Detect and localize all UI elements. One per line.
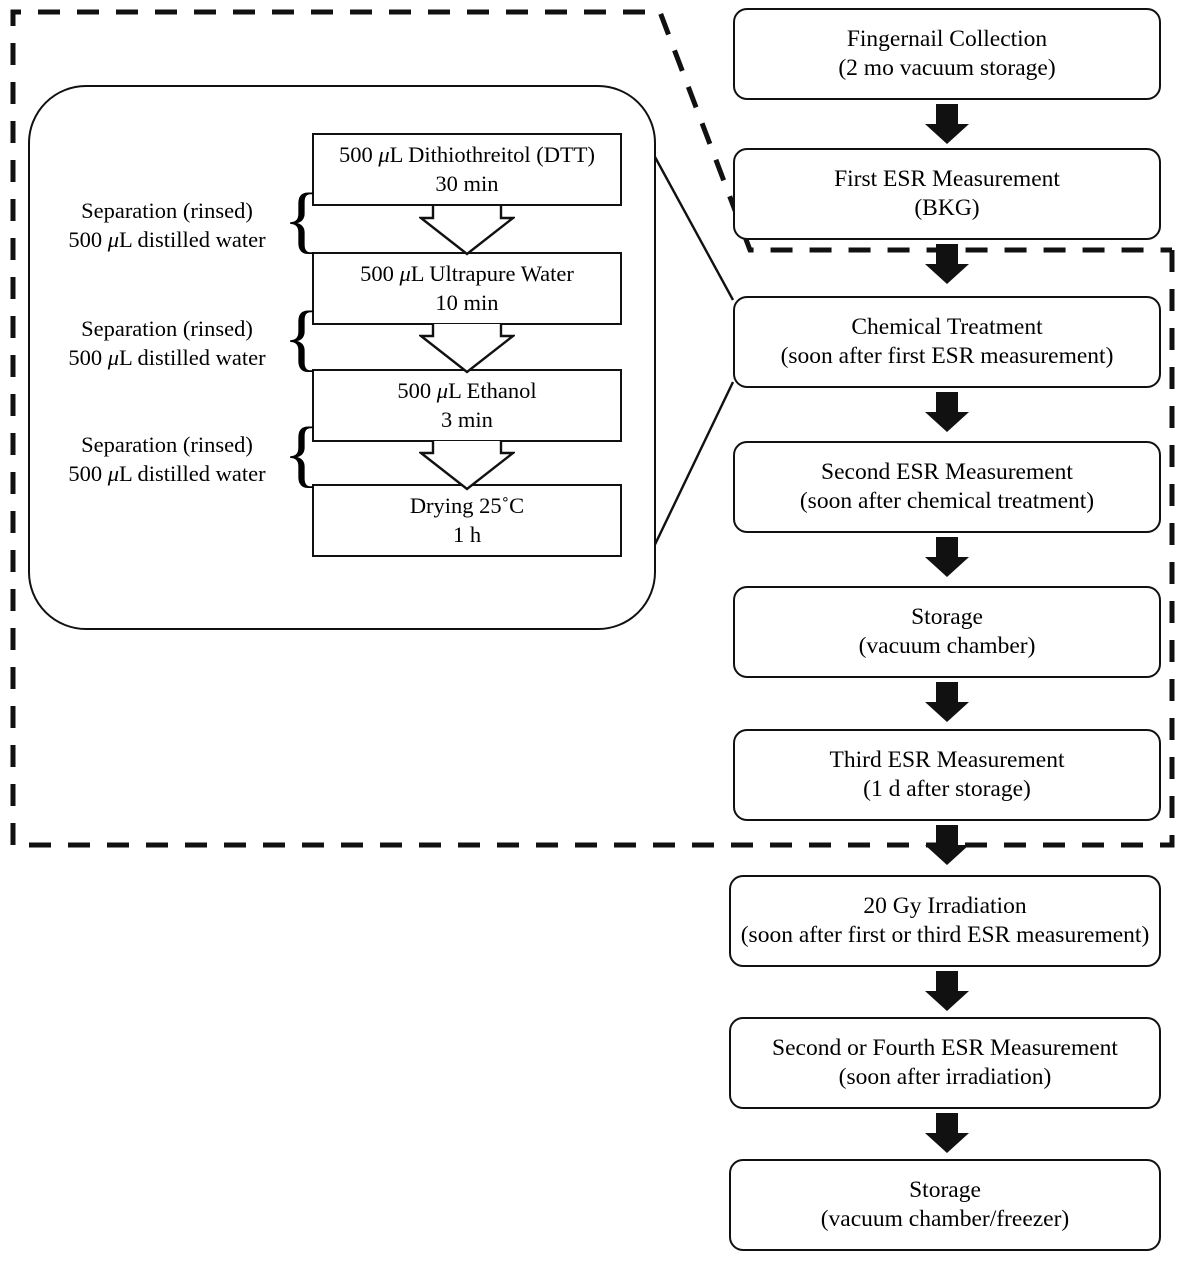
brace-icon-3: { [283, 413, 321, 495]
micro-symbol: μ [107, 227, 120, 253]
step-ethanol-line1-pre: 500 [397, 378, 437, 404]
flow-box-0-line2: (2 mo vacuum storage) [838, 55, 1056, 81]
flow-box-second-esr: Second ESR Measurement (soon after chemi… [733, 441, 1161, 533]
micro-symbol: μ [436, 378, 449, 404]
brace-icon-1: { [283, 179, 321, 261]
arrow-down-3 [925, 392, 969, 432]
separation-2-line2-pre: 500 [68, 345, 108, 371]
callout-line-bottom [647, 381, 735, 558]
arrow-down-7 [925, 971, 969, 1011]
arrow-down-4 [925, 537, 969, 577]
separation-1-line1: Separation (rinsed) [81, 198, 253, 223]
flow-box-3-line1: Second ESR Measurement [821, 459, 1073, 486]
hollow-arrow-ethanol-to-drying [419, 441, 515, 491]
micro-symbol: μ [399, 261, 411, 287]
flow-box-irradiation: 20 Gy Irradiation (soon after first or t… [729, 875, 1161, 967]
flow-box-storage-vacuum: Storage (vacuum chamber) [733, 586, 1161, 678]
hollow-arrow-water-to-ethanol [419, 324, 515, 374]
arrow-down-6 [925, 825, 969, 865]
step-dtt-line2: 30 min [435, 170, 499, 196]
separation-2-line2-post: L distilled water [119, 345, 266, 371]
flow-box-2-line1: Chemical Treatment [851, 314, 1043, 341]
flow-box-1-line1: First ESR Measurement [834, 166, 1060, 193]
separation-1-line2-pre: 500 [68, 227, 108, 253]
flow-box-7-line1: Second or Fourth ESR Measurement [772, 1035, 1118, 1062]
flow-box-first-esr: First ESR Measurement (BKG) [733, 148, 1161, 240]
flow-box-5-line1: Third ESR Measurement [829, 747, 1065, 774]
separation-label-2: Separation (rinsed) 500 μL distilled wat… [52, 314, 282, 373]
flow-box-8-line2: (vacuum chamber/freezer) [820, 1206, 1070, 1232]
separation-3-line2-post: L distilled water [119, 461, 266, 487]
step-box-drying: Drying 25˚C 1 h [312, 484, 622, 557]
micro-symbol: μ [378, 142, 390, 168]
flow-box-6-line2: (soon after first or third ESR measureme… [740, 922, 1150, 948]
callout-line-top [647, 145, 735, 301]
flow-box-1-line2: (BKG) [914, 195, 980, 221]
hollow-arrow-dtt-to-water [419, 206, 515, 256]
flow-box-fingernail-collection: Fingernail Collection (2 mo vacuum stora… [733, 8, 1161, 100]
brace-icon-2: { [283, 297, 321, 379]
separation-3-line1: Separation (rinsed) [81, 432, 253, 457]
arrow-down-8 [925, 1113, 969, 1153]
step-drying-line2: 1 h [452, 521, 482, 547]
flow-box-storage-vacuum-freezer: Storage (vacuum chamber/freezer) [729, 1159, 1161, 1251]
flow-box-4-line1: Storage [911, 604, 983, 631]
step-water-line2: 10 min [435, 289, 499, 315]
arrow-down-1 [925, 104, 969, 144]
separation-label-3: Separation (rinsed) 500 μL distilled wat… [52, 430, 282, 489]
separation-1-line2-post: L distilled water [119, 227, 266, 253]
flow-box-7-line2: (soon after irradiation) [838, 1064, 1052, 1090]
flow-box-8-line1: Storage [909, 1177, 981, 1204]
step-ethanol-line2: 3 min [441, 406, 493, 432]
step-dtt-line1-pre: 500 [338, 142, 379, 168]
flow-box-4-line2: (vacuum chamber) [858, 633, 1036, 659]
separation-2-line1: Separation (rinsed) [81, 316, 253, 341]
step-drying-line1: Drying 25˚C [409, 493, 525, 519]
micro-symbol: μ [107, 461, 120, 487]
flow-box-third-esr: Third ESR Measurement (1 d after storage… [733, 729, 1161, 821]
flow-box-5-line2: (1 d after storage) [863, 776, 1031, 802]
step-dtt-line1-post: L Dithiothreitol (DTT) [389, 142, 596, 168]
separation-label-1: Separation (rinsed) 500 μL distilled wat… [52, 196, 282, 255]
separation-3-line2-pre: 500 [68, 461, 108, 487]
step-ethanol-line1-post: L Ethanol [448, 378, 537, 404]
flow-box-0-line1: Fingernail Collection [846, 26, 1048, 53]
flow-box-3-line2: (soon after chemical treatment) [799, 488, 1095, 514]
arrow-down-5 [925, 682, 969, 722]
step-water-line1-pre: 500 [360, 261, 400, 287]
step-box-ethanol: 500 μL Ethanol 3 min [312, 369, 622, 442]
step-water-line1-post: L Ultrapure Water [410, 261, 574, 287]
arrow-down-2 [925, 244, 969, 284]
step-box-dtt: 500 μL Dithiothreitol (DTT) 30 min [312, 133, 622, 206]
micro-symbol: μ [107, 345, 120, 371]
flow-box-second-or-fourth-esr: Second or Fourth ESR Measurement (soon a… [729, 1017, 1161, 1109]
step-box-ultrapure-water: 500 μL Ultrapure Water 10 min [312, 252, 622, 325]
flow-box-2-line2: (soon after first ESR measurement) [780, 343, 1114, 369]
flow-box-6-line1: 20 Gy Irradiation [863, 893, 1027, 920]
flow-box-chemical-treatment: Chemical Treatment (soon after first ESR… [733, 296, 1161, 388]
